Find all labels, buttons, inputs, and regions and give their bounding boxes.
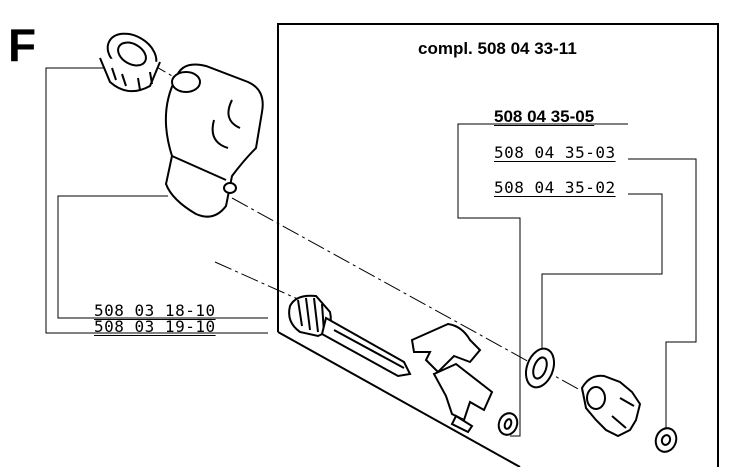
part-number-03: 508 04 35-03 [494, 143, 616, 162]
part-number-housing-a: 508 03 18-10 [94, 301, 216, 320]
leader-housing-b [45, 67, 268, 334]
panel-frame [277, 23, 719, 467]
star-gear-part [580, 374, 642, 438]
leader-housing-a [57, 195, 268, 319]
part-number-02: 508 04 35-02 [494, 178, 616, 197]
center-line-lower [214, 261, 301, 301]
section-letter: F [8, 19, 37, 71]
knob-part [99, 32, 161, 93]
part-number-housing-b: 508 03 19-10 [94, 317, 216, 336]
shaft-part [288, 294, 412, 378]
end-washer-part [654, 427, 678, 453]
leader-part-03 [628, 158, 697, 428]
leader-kit-to-washer [510, 392, 521, 437]
panel-bottom-edge [277, 331, 521, 467]
leader-part-02 [541, 193, 663, 354]
center-line-upper [231, 197, 621, 413]
ring-washer-part [524, 347, 556, 389]
small-washer-part [497, 412, 519, 436]
lever-part [410, 322, 494, 434]
housing-part [164, 63, 264, 218]
leader-seal-kit [457, 123, 628, 392]
assembly-label: compl. 508 04 33-11 [418, 39, 577, 58]
part-number-seal-kit: 508 04 35-05 [494, 107, 595, 126]
